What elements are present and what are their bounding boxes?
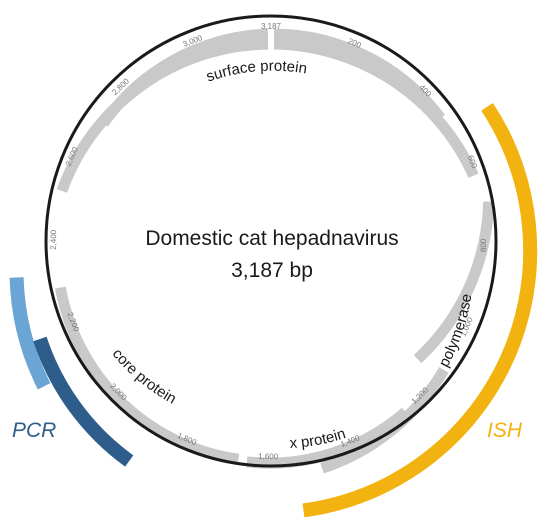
ish-arc — [302, 102, 538, 518]
genome-name: Domestic cat hepadnavirus — [145, 227, 398, 250]
genome-circle — [44, 14, 498, 468]
ish-label: ISH — [487, 419, 523, 442]
tick-label-800: 800 — [479, 238, 488, 252]
polymerase-arc-lower — [413, 201, 495, 364]
surface-protein-label: surface protein — [204, 58, 308, 86]
tick-label-1600: 1,600 — [258, 452, 279, 461]
x-protein-arc — [246, 407, 410, 469]
pcr-arc-dark — [33, 336, 134, 467]
core-protein-arc — [54, 286, 240, 465]
polymerase-arc-right — [273, 38, 479, 178]
tick-label-3187: 3,187 — [261, 22, 282, 31]
pcr-arc-light — [9, 277, 51, 390]
tick-label-2400: 2,400 — [49, 229, 58, 250]
feature-arcs — [54, 28, 495, 474]
genome-length: 3,187 bp — [231, 259, 313, 282]
polymerase-arc-left — [56, 38, 269, 193]
assay-arcs — [9, 102, 538, 518]
pcr-label: PCR — [12, 419, 56, 442]
